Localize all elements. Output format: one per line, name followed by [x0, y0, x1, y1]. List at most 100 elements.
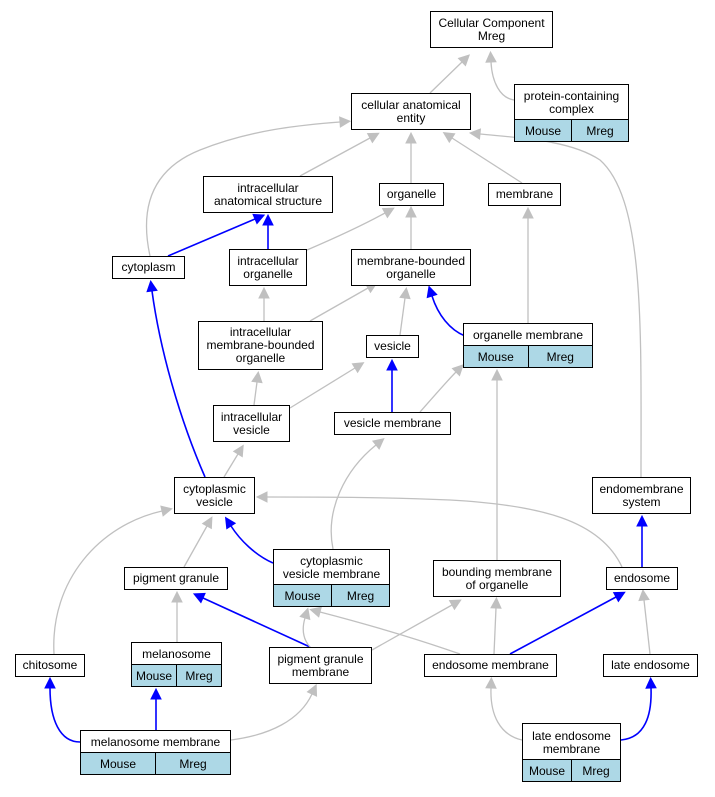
node-membrane[interactable]: membrane [488, 183, 561, 206]
node-label: vesicle [374, 339, 411, 353]
node-intracellular-anatomical-structure[interactable]: intracellular anatomical structure [203, 176, 333, 213]
node-cellular-component-mreg[interactable]: Cellular Component Mreg [430, 11, 553, 48]
node-label: bounding membrane of organelle [441, 564, 553, 592]
node-label: vesicle membrane [343, 416, 442, 430]
tag-mreg: Mreg [571, 760, 620, 781]
node-label: Cellular Component Mreg [438, 15, 545, 43]
node-label: late endosome membrane [532, 728, 611, 756]
node-label: membrane [495, 187, 554, 201]
tag-mreg: Mreg [176, 665, 221, 686]
node-label: pigment granule membrane [277, 651, 364, 679]
edge-membrane-bounded-organelle-to-organelle [405, 205, 417, 249]
node-chitosome[interactable]: chitosome [15, 654, 85, 677]
node-tags: Mouse Mreg [515, 119, 628, 141]
edge-pigment-granule-to-cytoplasmic-vesicle [183, 516, 213, 568]
edge-intracellular-vesicle-to-intracellular-membrane-bounded-organelle [251, 370, 263, 406]
node-label: endomembrane system [599, 481, 684, 509]
edge-pigment-granule-membrane-to-cytoplasmic-vesicle-membrane [299, 607, 311, 648]
edge-melanosome-membrane-to-chitosome [44, 676, 81, 743]
node-late-endosome[interactable]: late endosome [603, 654, 698, 677]
edge-membrane-to-cellular-anatomical-entity [442, 131, 523, 184]
node-membrane-bounded-organelle[interactable]: membrane-bounded organelle [351, 249, 471, 286]
tag-mreg: Mreg [527, 346, 593, 367]
node-label: intracellular membrane-bounded organelle [206, 325, 315, 365]
node-label: organelle [386, 187, 437, 201]
edge-intracellular-organelle-to-organelle [306, 207, 395, 251]
node-label: late endosome [611, 658, 690, 672]
node-cytoplasmic-vesicle[interactable]: cytoplasmic vesicle [174, 477, 255, 514]
node-endosome-membrane[interactable]: endosome membrane [424, 654, 557, 677]
edge-vesicle-membrane-to-organelle-membrane [419, 364, 464, 413]
node-vesicle-membrane[interactable]: vesicle membrane [334, 412, 451, 435]
edge-endosome-membrane-to-cytoplasmic-vesicle-membrane [309, 606, 461, 655]
edge-cytoplasm-to-intracellular-anatomical-structure [167, 213, 266, 257]
edge-intracellular-anatomical-structure-to-cellular-anatomical-entity [299, 132, 380, 177]
edge-bounding-membrane-of-organelle-to-organelle-membrane [491, 368, 503, 560]
node-vesicle[interactable]: vesicle [366, 335, 419, 358]
node-bounding-membrane-of-organelle[interactable]: bounding membrane of organelle [433, 560, 561, 597]
node-label: protein-containing complex [523, 89, 620, 116]
edge-intracellular-membrane-bounded-organelle-to-membrane-bounded-organelle [309, 282, 378, 322]
node-pigment-granule[interactable]: pigment granule [124, 567, 228, 590]
node-label: endosome membrane [432, 658, 549, 672]
node-intracellular-vesicle[interactable]: intracellular vesicle [213, 405, 290, 442]
edge-pigment-granule-membrane-to-bounding-membrane-of-organelle [371, 599, 462, 651]
edge-intracellular-organelle-to-intracellular-anatomical-structure [262, 213, 274, 249]
node-label: intracellular anatomical structure [213, 180, 323, 208]
edge-pigment-granule-membrane-to-pigment-granule [192, 592, 311, 648]
node-label: intracellular vesicle [220, 409, 283, 437]
edge-endomembrane-system-to-cellular-anatomical-entity [468, 128, 642, 478]
edge-endosome-to-cytoplasmic-vesicle [255, 491, 623, 568]
edge-late-endosome-to-endosome [638, 588, 651, 655]
edge-melanosome-membrane-to-pigment-granule-membrane [230, 683, 318, 741]
node-label: intracellular organelle [237, 253, 299, 281]
node-pigment-granule-membrane[interactable]: pigment granule membrane [269, 647, 372, 684]
node-label: melanosome [142, 647, 211, 661]
node-label: membrane-bounded organelle [356, 253, 466, 281]
node-label: chitosome [22, 658, 78, 672]
edge-endosome-membrane-to-bounding-membrane-of-organelle [490, 596, 502, 655]
tag-mouse: Mouse [99, 756, 137, 771]
edge-endosome-to-endomembrane-system [636, 514, 648, 567]
node-organelle[interactable]: organelle [379, 183, 444, 206]
node-tags: Mouse Mreg [523, 759, 620, 781]
edge-late-endosome-membrane-to-endosome-membrane [485, 676, 523, 741]
node-intracellular-membrane-bounded-organelle[interactable]: intracellular membrane-bounded organelle [198, 321, 323, 370]
edge-cytoplasmic-vesicle-membrane-to-vesicle-membrane [330, 438, 385, 550]
edge-intracellular-vesicle-to-vesicle [289, 362, 365, 409]
edge-intracellular-membrane-bounded-organelle-to-intracellular-organelle [258, 286, 270, 321]
edge-organelle-membrane-to-membrane [522, 206, 534, 323]
node-endosome[interactable]: endosome [606, 567, 678, 590]
node-label: cytoplasmic vesicle membrane [282, 554, 381, 581]
tag-mouse: Mouse [524, 123, 562, 138]
tag-mreg: Mreg [571, 120, 628, 141]
node-intracellular-organelle[interactable]: intracellular organelle [229, 249, 307, 286]
edge-vesicle-membrane-to-vesicle [386, 358, 398, 412]
edge-cellular-anatomical-entity-to-cellular-component-mreg [429, 54, 470, 94]
node-label: melanosome membrane [90, 735, 221, 749]
tag-mreg: Mreg [331, 585, 389, 606]
node-cytoplasm[interactable]: cytoplasm [112, 256, 185, 279]
edge-endosome-membrane-to-endosome [509, 591, 626, 655]
edge-melanosome-to-pigment-granule [171, 590, 183, 642]
edge-vesicle-to-membrane-bounded-organelle [399, 286, 411, 336]
node-endomembrane-system[interactable]: endomembrane system [592, 477, 691, 514]
edge-protein-containing-complex-to-cellular-component-mreg [485, 50, 515, 101]
tag-mouse: Mouse [477, 349, 514, 364]
node-label: endosome [613, 571, 671, 585]
edge-cytoplasmic-vesicle-to-intracellular-vesicle [223, 444, 244, 478]
edge-late-endosome-membrane-to-late-endosome [620, 676, 657, 741]
node-cellular-anatomical-entity[interactable]: cellular anatomical entity [351, 93, 471, 130]
tag-mouse: Mouse [528, 763, 566, 778]
